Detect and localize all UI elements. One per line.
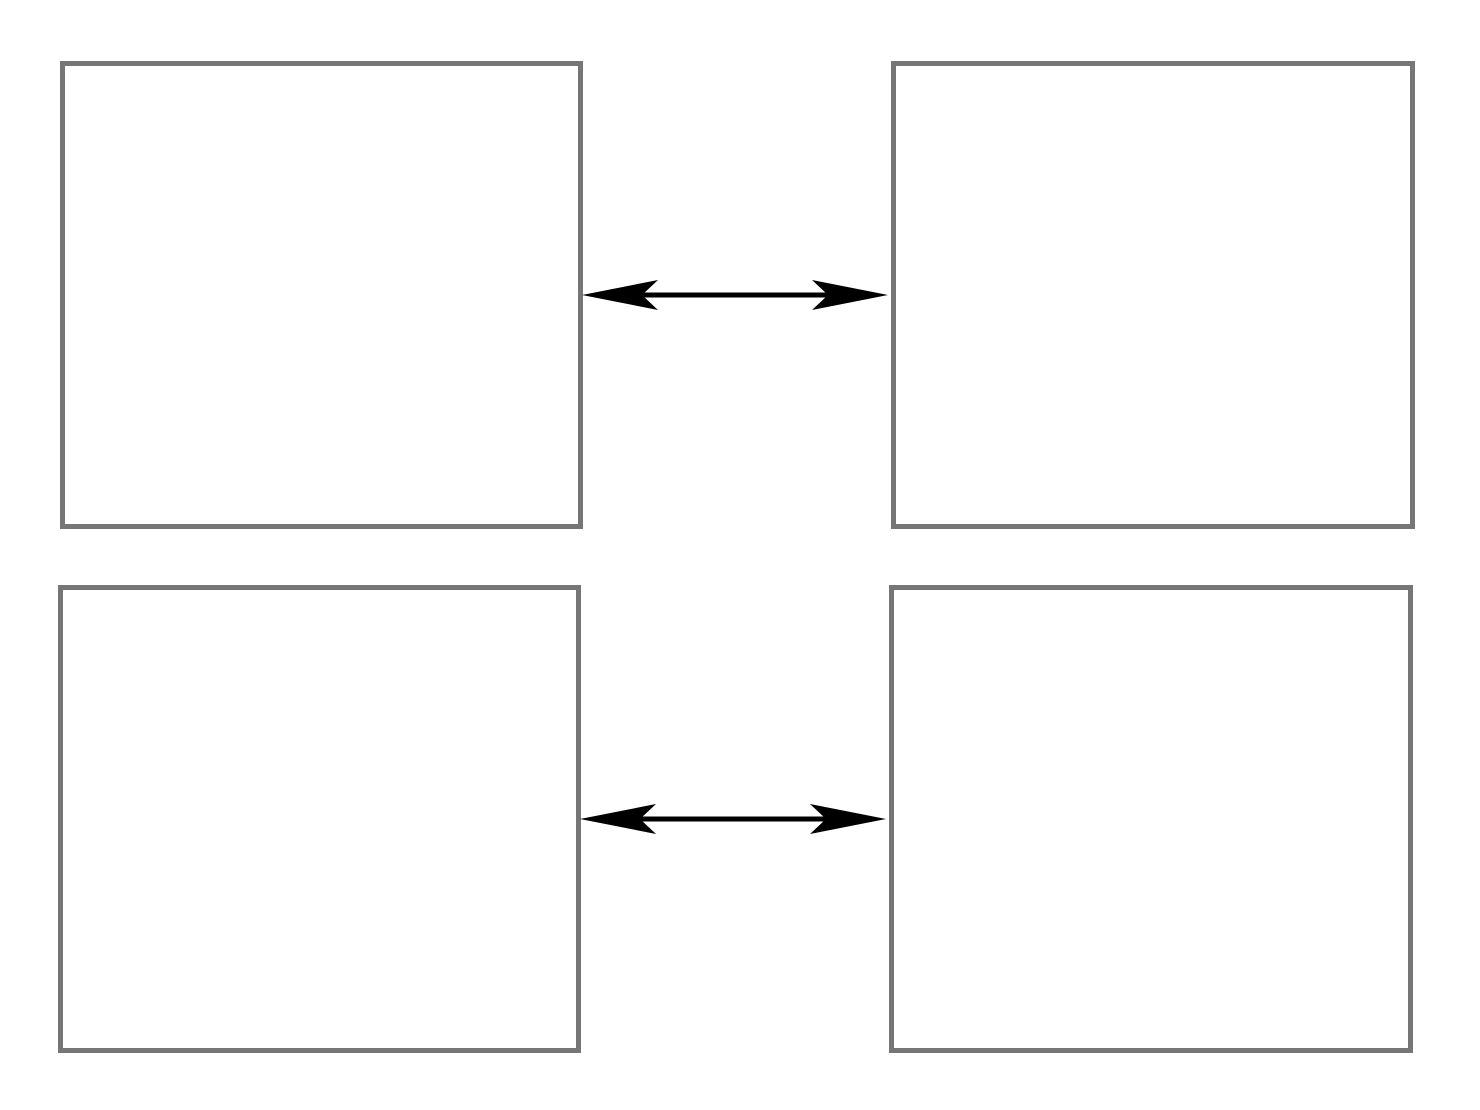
arrowhead-right bbox=[812, 280, 888, 310]
panel-top-right bbox=[891, 61, 1415, 529]
double-arrow-bottom bbox=[580, 804, 886, 834]
arrowhead-right bbox=[810, 804, 886, 834]
arrowhead-left bbox=[582, 280, 658, 310]
panel-top-left bbox=[60, 61, 583, 529]
arrowhead-left bbox=[580, 804, 656, 834]
panel-bottom-left bbox=[58, 585, 581, 1053]
double-arrow-top bbox=[582, 280, 888, 310]
panel-bottom-right bbox=[889, 585, 1413, 1053]
